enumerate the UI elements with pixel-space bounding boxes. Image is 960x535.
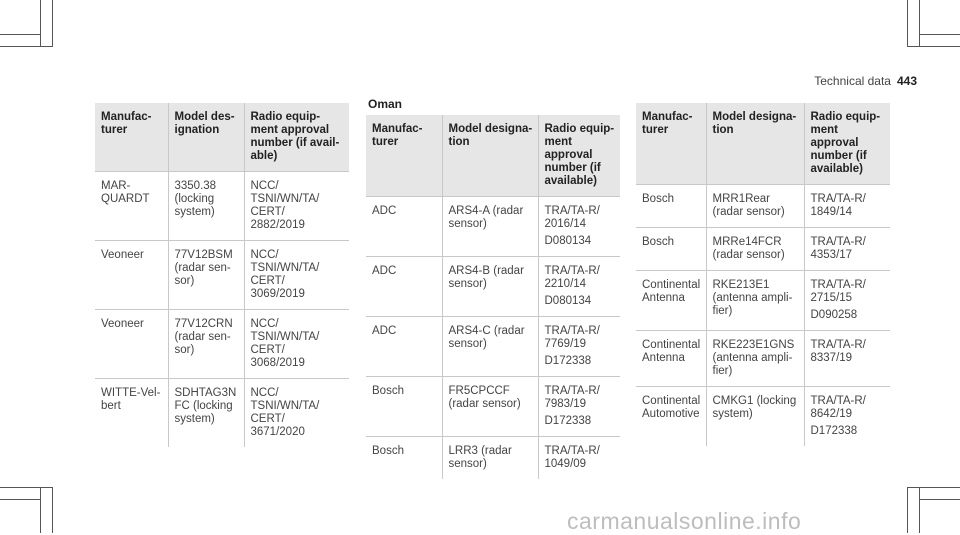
table-cell: Bosch — [366, 436, 442, 479]
section-label: Technical data — [814, 74, 891, 88]
table-cell-extra-number: D080134 — [544, 295, 592, 307]
table-cell: 77V12CRN(radar sen-sor) — [167, 309, 244, 379]
table-cell: 77V12BSM(radar sen-sor) — [167, 240, 244, 310]
crop-mark — [0, 487, 53, 488]
table-cell: WITTE-Vel-bert — [95, 378, 168, 447]
crop-mark — [0, 46, 53, 47]
table-cell: MAR-QUARDT — [95, 171, 168, 241]
table-cell: NCC/TSNI/WN/TA/CERT/3069/2019 — [243, 240, 349, 310]
crop-mark — [52, 487, 53, 533]
table-cell: TRA/TA-R/4353/17 — [803, 227, 890, 271]
crop-mark — [907, 487, 960, 488]
column-header: Manufac-turer — [95, 103, 168, 172]
table-cell: MRR1Rear(radar sensor) — [705, 184, 804, 228]
table-cell: FR5CPCCF(radar sensor) — [441, 376, 538, 437]
crop-mark — [0, 499, 41, 500]
table-cell-extra-number: D080134 — [544, 235, 592, 247]
running-header: Technical data 443 — [814, 74, 917, 88]
column-header: Manufac-turer — [366, 115, 442, 197]
section-title-oman: Oman — [368, 97, 403, 111]
crop-mark — [0, 34, 41, 35]
table-cell: Veoneer — [95, 240, 168, 310]
column-header: Model des-ignation — [167, 103, 244, 172]
crop-mark — [919, 499, 960, 500]
table-cell: TRA/TA-R/8337/19 — [803, 330, 890, 387]
table-cell: TRA/TA-R/1049/09 — [537, 436, 620, 479]
crop-mark — [907, 487, 908, 533]
crop-mark — [907, 46, 960, 47]
crop-mark — [919, 34, 960, 35]
table-cell: NCC/TSNI/WN/TA/CERT/2882/2019 — [243, 171, 349, 241]
table-cell: Bosch — [636, 184, 706, 228]
column-header: Manufac-turer — [636, 103, 706, 185]
table-cell: RKE223E1GNS(antenna ampli-fier) — [705, 330, 804, 387]
table-cell: NCC/TSNI/WN/TA/CERT/3671/2020 — [243, 378, 349, 447]
table-cell-extra-number: D172338 — [810, 425, 858, 437]
table-cell: TRA/TA-R/1849/14 — [803, 184, 890, 228]
table-cell: Bosch — [366, 376, 442, 437]
column-header: Model designa-tion — [441, 115, 538, 197]
table-cell-extra-number: D090258 — [810, 309, 858, 321]
crop-mark — [52, 0, 53, 46]
table-cell: ADC — [366, 256, 442, 317]
crop-mark — [40, 0, 41, 46]
crop-mark — [919, 487, 920, 533]
page-number: 443 — [896, 74, 917, 88]
table-cell: ADC — [366, 196, 442, 257]
table-cell: RKE213E1(antenna ampli-fier) — [705, 270, 804, 331]
table-cell-extra-number: D172338 — [544, 355, 592, 367]
table-cell: Bosch — [636, 227, 706, 271]
crop-mark — [919, 0, 920, 46]
table-cell: MRRe14FCR(radar sensor) — [705, 227, 804, 271]
column-header: Model designa-tion — [705, 103, 804, 185]
watermark: carmanualsonline.info — [567, 508, 802, 534]
crop-mark — [40, 487, 41, 533]
table-cell: NCC/TSNI/WN/TA/CERT/3068/2019 — [243, 309, 349, 379]
crop-mark — [907, 0, 908, 46]
table-cell: Veoneer — [95, 309, 168, 379]
table-cell: ADC — [366, 316, 442, 377]
table-cell-extra-number: D172338 — [544, 415, 592, 427]
